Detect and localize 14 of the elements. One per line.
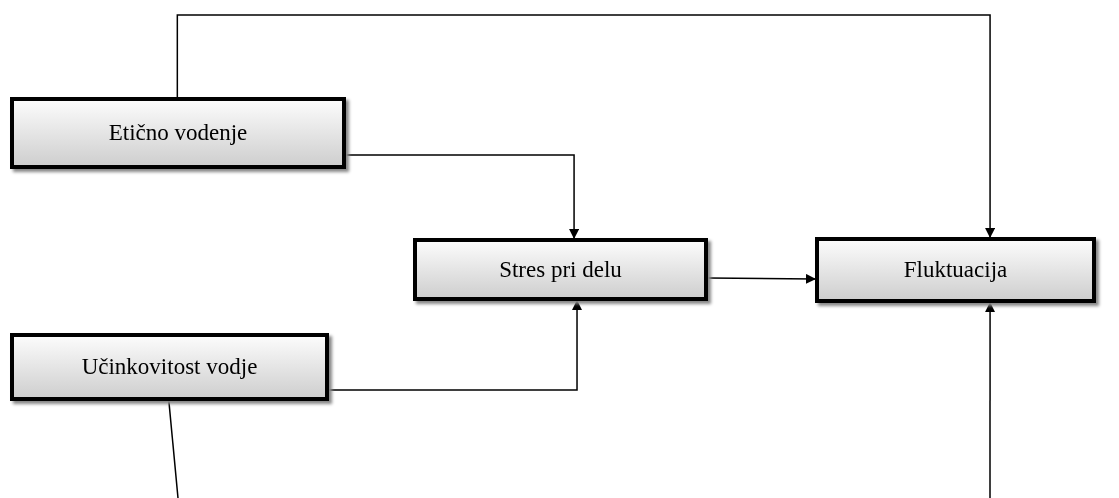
box-label: Fluktuacija [903,257,1008,283]
box-label: Stres pri delu [499,256,622,283]
arrow [345,154,580,239]
box-label: Učinkovitost vodje [81,354,258,380]
process-box [10,333,329,401]
process-box [413,238,708,301]
connector-line [168,400,179,498]
arrow [707,273,816,284]
arrow [176,14,996,238]
process-box [815,237,1096,303]
process-box [10,97,346,169]
arrow [328,300,582,391]
arrow [985,302,996,498]
box-label: Etično vodenje [108,120,248,146]
